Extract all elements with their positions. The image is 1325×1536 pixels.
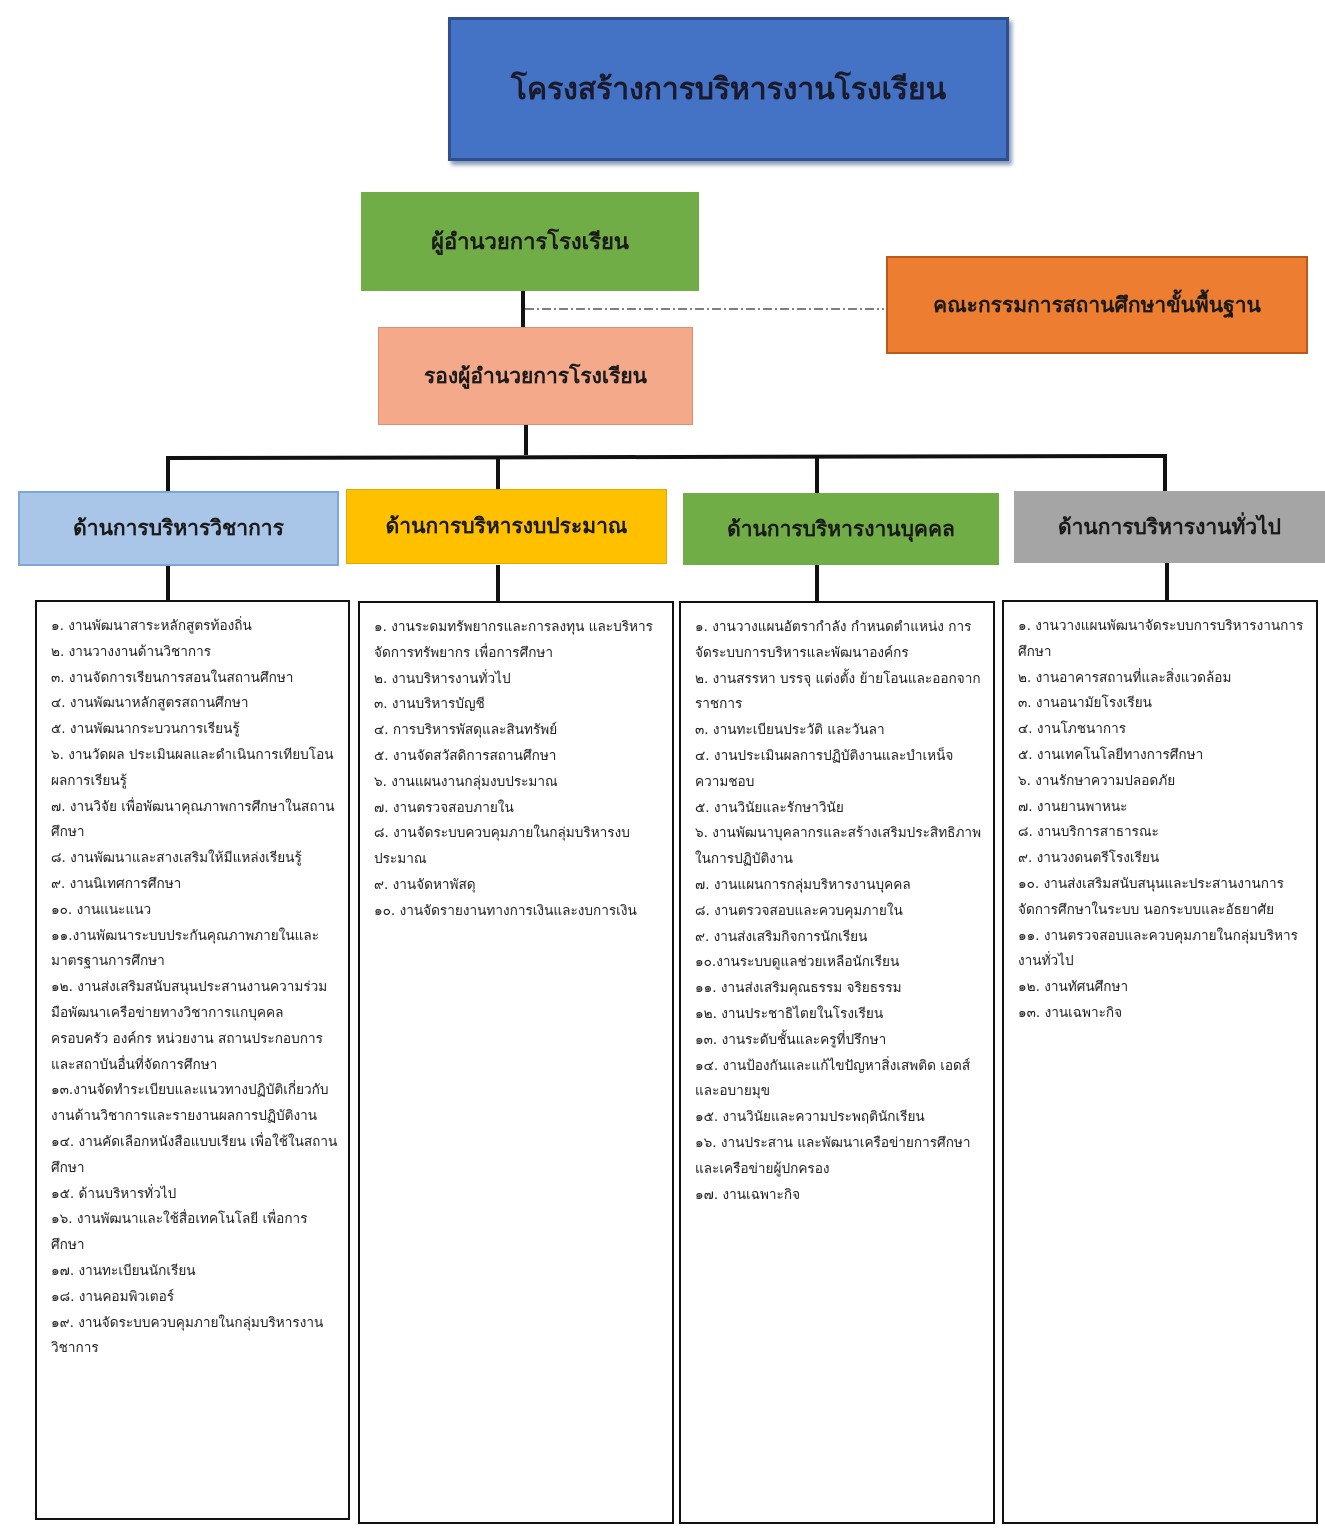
duty-item: ๑๔. งานคัดเลือกหนังสือแบบเรียน เพื่อใช้ใ… xyxy=(51,1133,338,1176)
duty-item: ๑๐. งานส่งเสริมสนับสนุนและประสานงานการจั… xyxy=(1018,875,1284,918)
duty-item: ๘. งานพัฒนาและสางเสริมให้มีแหล่งเรียนรู้ xyxy=(51,850,302,867)
duty-item: ๑๓. งานเฉพาะกิจ xyxy=(1018,1004,1123,1021)
duty-item: ๑๓.งานจัดทำระเบียบและแนวทางปฏิบัติเกี่ยว… xyxy=(51,1082,329,1125)
duty-item: ๓. งานบริหารบัญชี xyxy=(374,696,485,713)
duty-item: ๓. งานจัดการเรียนการสอนในสถานศึกษา xyxy=(51,669,294,686)
director-box: ผู้อำนวยการโรงเรียน xyxy=(361,192,699,291)
chart-title: โครงสร้างการบริหารงานโรงเรียน xyxy=(448,17,1009,161)
duty-item: ๑๗. งานทะเบียนนักเรียน xyxy=(51,1262,196,1279)
deputy-director-box: รองผู้อำนวยการโรงเรียน xyxy=(378,327,693,425)
duty-item: ๘. งานตรวจสอบและควบคุมภายใน xyxy=(695,902,903,919)
department-budget: ด้านการบริหารงบประมาณ xyxy=(346,489,667,564)
duty-item: ๑. งานวางแผนพัฒนาจัดระบบการบริหารงานการศ… xyxy=(1018,618,1304,660)
duty-item: ๗. งานตรวจสอบภายใน xyxy=(374,799,514,816)
duty-item: ๔. งานโภชนาการ xyxy=(1018,721,1127,738)
duty-item: ๕. งานวินัยและรักษาวินัย xyxy=(695,799,844,816)
duty-item: ๘. งานบริการสาธารณะ xyxy=(1018,824,1159,841)
duty-item: ๖. งานพัฒนาบุคลากรและสร้างเสริมประสิทธิภ… xyxy=(695,825,982,868)
duty-item: ๓. งานทะเบียนประวัติ และวันลา xyxy=(695,722,885,739)
duty-item: ๙. งานวงดนตรีโรงเรียน xyxy=(1018,850,1160,867)
duty-item: ๑๐. งานแนะแนว xyxy=(51,901,152,918)
school-board-box: คณะกรรมการสถานศึกษาขั้นพื้นฐาน xyxy=(886,256,1308,354)
duty-item: ๑๕. งานวินัยและความประพฤตินักเรียน xyxy=(695,1109,925,1126)
department-academic: ด้านการบริหารวิชาการ xyxy=(18,491,339,566)
duty-list-academic: ๑. งานพัฒนาสาระหลักสูตรท้องถิ่น๒. งานวาง… xyxy=(35,600,350,1520)
duty-item: ๑๒. งานทัศนศึกษา xyxy=(1018,979,1129,996)
duty-item: ๑๔. งานป้องกันและแก้ไขปัญหาสิ่งเสพติด เอ… xyxy=(695,1057,971,1100)
duty-list-budget: ๑. งานระดมทรัพยากรและการลงทุน และบริหาร … xyxy=(358,601,674,1524)
duty-item: ๖. งานวัดผล ประเมินผลและดำเนินการเทียบโอ… xyxy=(51,746,334,789)
duty-item: ๑๐. งานจัดรายงานทางการเงินและงบการเงิน xyxy=(374,902,637,919)
duty-item: ๑๑. งานตรวจสอบและควบคุมภายในกลุ่มบริหารง… xyxy=(1018,927,1298,970)
duty-item: ๑๑.งานพัฒนาระบบประกันคุณภาพภายในและมาตรฐ… xyxy=(51,927,320,970)
duty-item: ๗. งานแผนการกลุ่มบริหารงานบุคคล xyxy=(695,876,911,893)
duty-item: ๔. งานประเมินผลการปฏิบัติงานและบำเหน็จคว… xyxy=(695,747,954,790)
duty-item: ๕. งานพัฒนากระบวนการเรียนรู้ xyxy=(51,721,240,738)
duty-item: ๑๒. งานส่งเสริมสนับสนุนประสานงานความร่วม… xyxy=(51,979,328,1073)
duty-item: ๙. งานนิเทศการศึกษา xyxy=(51,875,182,892)
duty-item: ๑๕. ด้านบริหารทั่วไป xyxy=(51,1185,177,1202)
duty-item: ๑๐.งานระบบดูแลช่วยเหลือนักเรียน xyxy=(695,954,900,971)
duty-item: ๑. งานระดมทรัพยากรและการลงทุน และบริหาร … xyxy=(374,619,653,661)
duty-item: ๑๖. งานประสาน และพัฒนาเครือข่ายการศึกษา … xyxy=(695,1134,971,1177)
duty-item: ๖. งานแผนงานกลุ่มงบประมาณ xyxy=(374,773,558,790)
duty-item: ๑๙. งานจัดระบบควบคุมภายในกลุ่มบริหารงานว… xyxy=(51,1314,324,1357)
duty-item: ๙. งานส่งเสริมกิจการนักเรียน xyxy=(695,928,868,945)
connector-bus xyxy=(165,454,1168,460)
duty-item: ๑๒. งานประชาธิไตยในโรงเรียน xyxy=(695,1005,884,1022)
duty-item: ๕. งานเทคโนโลยีทางการศึกษา xyxy=(1018,746,1204,763)
duty-item: ๘. งานจัดระบบควบคุมภายในกลุ่มบริหารงบประ… xyxy=(374,825,630,868)
department-personnel: ด้านการบริหารงานบุคคล xyxy=(683,493,999,565)
duty-item: ๑๘. งานคอมพิวเตอร์ xyxy=(51,1288,175,1305)
duty-item: ๑. งานพัฒนาสาระหลักสูตรท้องถิ่น xyxy=(51,618,252,634)
duty-item: ๓. งานอนามัยโรงเรียน xyxy=(1018,695,1152,712)
duty-item: ๒. งานวางงานด้านวิชาการ xyxy=(51,643,212,660)
duty-item: ๑๖. งานพัฒนาและใช้สื่อเทคโนโลยี เพื่อการ… xyxy=(51,1211,308,1254)
duty-item: ๑๗. งานเฉพาะกิจ xyxy=(695,1186,801,1203)
duty-item: ๑. งานวางแผนอัตรากำลัง กำหนดตำแหน่ง การจ… xyxy=(695,619,972,661)
duty-item: ๑๑. งานส่งเสริมคุณธรรม จริยธรรม xyxy=(695,980,902,997)
duty-item: ๔. การบริหารพัสดุและสินทรัพย์ xyxy=(374,722,558,739)
duty-list-personnel: ๑. งานวางแผนอัตรากำลัง กำหนดตำแหน่ง การจ… xyxy=(679,601,995,1524)
duty-item: ๑๓. งานระดับชั้นและครูที่ปรึกษา xyxy=(695,1031,887,1048)
duty-list-general: ๑. งานวางแผนพัฒนาจัดระบบการบริหารงานการศ… xyxy=(1002,600,1318,1524)
duty-item: ๒. งานอาคารสถานที่และสิ่งแวดล้อม xyxy=(1018,669,1232,686)
duty-item: ๗. งานวิจัย เพื่อพัฒนาคุณภาพการศึกษาในสถ… xyxy=(51,798,335,841)
duty-item: ๗. งานยานพาหนะ xyxy=(1018,798,1128,815)
duty-item: ๙. งานจัดหาพัสดุ xyxy=(374,876,476,893)
duty-item: ๕. งานจัดสวัสดิการสถานศึกษา xyxy=(374,747,557,764)
duty-item: ๖. งานรักษาความปลอดภัย xyxy=(1018,772,1176,789)
duty-item: ๒. งานบริหารงานทั่วไป xyxy=(374,670,511,687)
department-general: ด้านการบริหารงานทั่วไป xyxy=(1014,491,1325,563)
duty-item: ๔. งานพัฒนาหลักสูตรสถานศึกษา xyxy=(51,695,249,712)
duty-item: ๒. งานสรรหา บรรจุ แต่งตั้ง ย้ายโอนและออก… xyxy=(695,670,981,713)
